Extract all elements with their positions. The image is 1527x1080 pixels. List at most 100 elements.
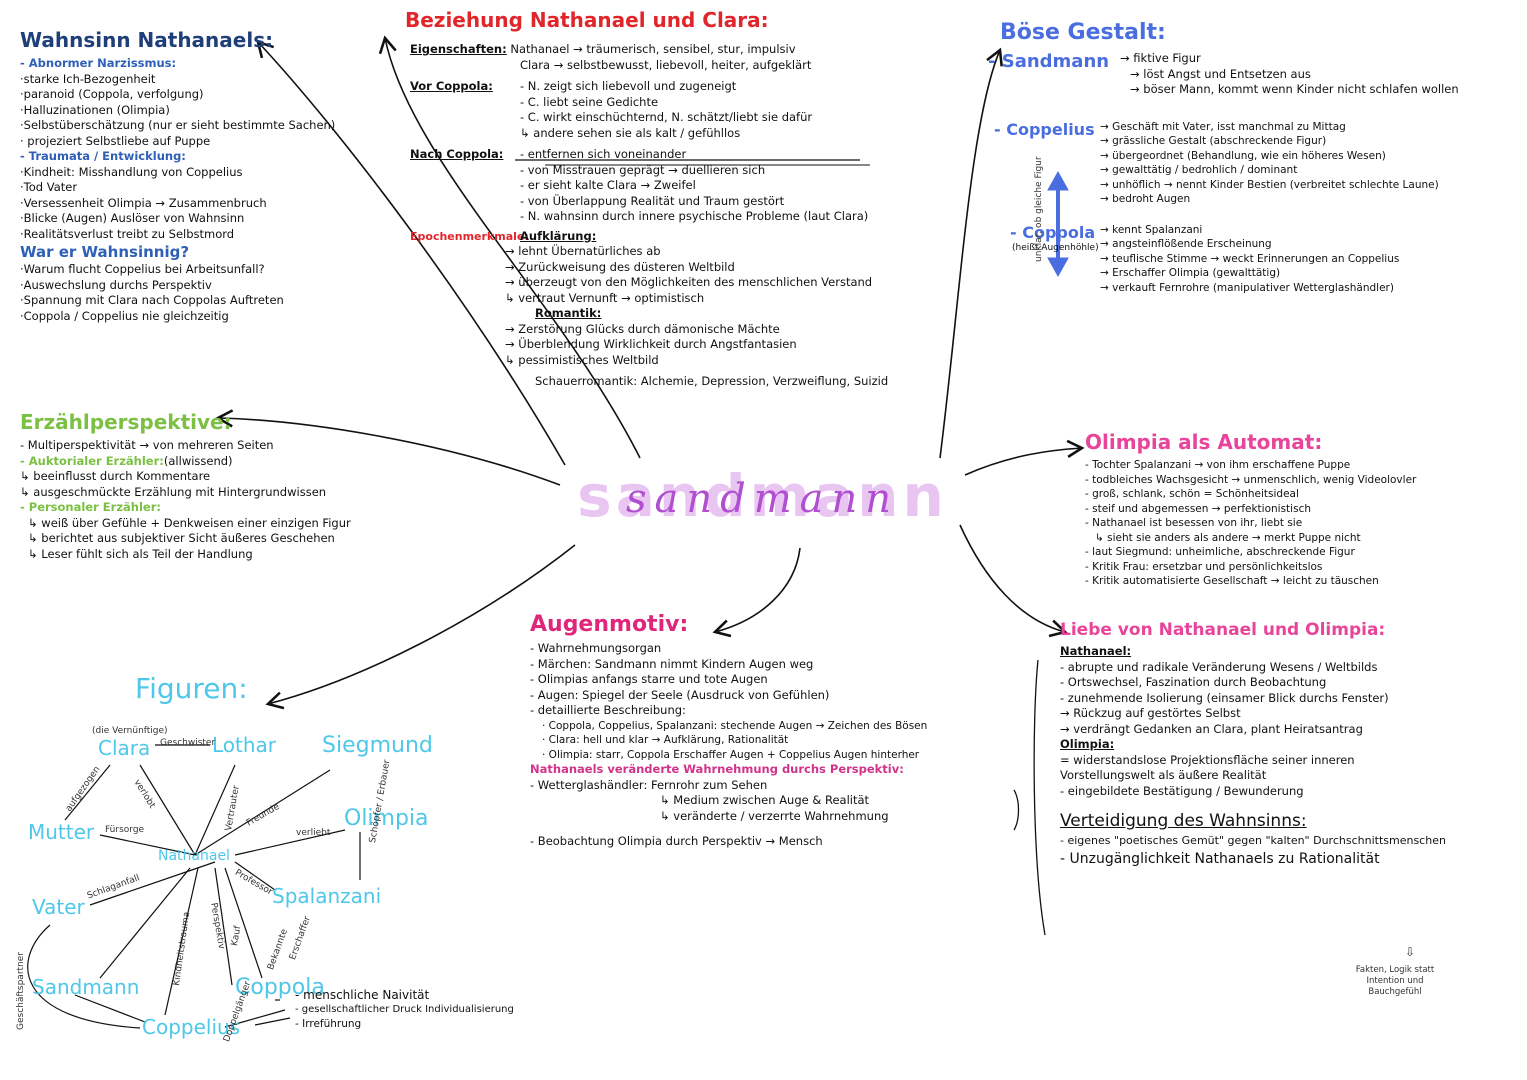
list-item: - Augen: Spiegel der Seele (Ausdruck von…: [530, 687, 830, 702]
list-item: - todbleiches Wachsgesicht → unmenschlic…: [1085, 473, 1417, 486]
sub-romantik: Romantik:: [535, 306, 602, 320]
node-siegmund: Siegmund: [322, 733, 433, 758]
boese-section: Böse Gestalt: - Sandmann → fiktive Figur…: [988, 20, 1525, 295]
beziehung-section: Eigenschaften: Nathanael → träumerisch, …: [410, 42, 950, 390]
wahnsinn-sub-question: War er Wahnsinnig?: [20, 243, 190, 261]
list-item: ↳ pessimistisches Weltbild: [505, 352, 659, 367]
list-item: - C. wirkt einschüchternd, N. schätzt/li…: [520, 110, 813, 124]
list-item: → bedroht Augen: [1100, 193, 1191, 205]
list-item: ·Coppola / Coppelius nie gleichzeitig: [20, 308, 229, 323]
list-item: - Unzugänglichkeit Nathanaels zu Rationa…: [1060, 850, 1380, 867]
list-item: ·Selbstüberschätzung (nur er sieht besti…: [20, 118, 336, 132]
list-item: = widerstandslose Projektionsfläche sein…: [1060, 752, 1355, 767]
list-item: Vorstellungswelt als äußere Realität: [1060, 768, 1267, 782]
list-item: · Coppola, Coppelius, Spalanzani: steche…: [542, 719, 928, 732]
sub-verteidigung: Verteidigung des Wahnsinns:: [1060, 811, 1307, 831]
link-boese: [939, 47, 1003, 459]
list-item: - Kritik Frau: ersetzbar und persönlichk…: [1085, 560, 1323, 573]
list-item: - Beobachtung Olimpia durch Perspektiv →…: [530, 834, 823, 848]
list-item: ·starke Ich-Bezogenheit: [20, 71, 156, 86]
list-item: - N. zeigt sich liebevoll und zugeneigt: [520, 79, 737, 93]
list-item: - gesellschaftlicher Druck Individualisi…: [295, 1003, 514, 1015]
node-nathanael: Nathanael: [158, 848, 230, 864]
list-item: - Tochter Spalanzani → von ihm erschaffe…: [1085, 459, 1351, 471]
list-item: · Clara: hell und klar → Aufklärung, Rat…: [542, 734, 789, 746]
list-item: → verdrängt Gedanken an Clara, plant Hei…: [1060, 721, 1363, 736]
list-item: → kennt Spalanzani: [1100, 223, 1203, 236]
list-item: → Geschäft mit Vater, isst manchmal zu M…: [1100, 120, 1346, 133]
sub-nathanael: Nathanael:: [1060, 644, 1132, 658]
label-geschaeftspartner: Geschäftspartner: [16, 952, 26, 1030]
wahnsinn-sub-narzissmus: - Abnormer Narzissmus:: [20, 56, 177, 70]
list-item: → Zerstörung Glücks durch dämonische Mäc…: [505, 321, 780, 336]
label-coppelius: - Coppelius: [994, 119, 1095, 139]
label-fuersorge: Fürsorge: [105, 825, 145, 835]
list-item: ↳ andere sehen sie als kalt / gefühllos: [520, 125, 741, 140]
list-item: - zunehmende Isolierung (einsamer Blick …: [1060, 690, 1389, 705]
wahnsinn-section: Wahnsinn Nathanaels: - Abnormer Narzissm…: [20, 28, 360, 324]
list-item: - groß, schlank, schön = Schönheitsideal: [1085, 488, 1299, 500]
list-item: ·paranoid (Coppola, verfolgung): [20, 87, 204, 101]
center-topic-text: sandmann: [625, 476, 900, 522]
list-item: - Wahrnehmungsorgan: [530, 641, 662, 655]
list-item: - abrupte und radikale Veränderung Wesen…: [1060, 659, 1378, 674]
list-item: - entfernen sich voneinander: [520, 147, 687, 161]
augen-section: Augenmotiv: - Wahrnehmungsorgan - Märche…: [530, 612, 1030, 850]
list-item: ·Auswechslung durchs Perspektiv: [20, 277, 212, 292]
sub-auktorial: - Auktorialer Erzähler:: [20, 453, 164, 468]
list-item: ↳ ausgeschmückte Erzählung mit Hintergru…: [20, 484, 327, 499]
beziehung-title-wrap: Beziehung Nathanael und Clara:: [405, 8, 769, 36]
list-item: ↳ Medium zwischen Auge & Realität: [660, 793, 870, 807]
node-spalanzani: Spalanzani: [272, 884, 382, 908]
list-item: - Kritik automatisierte Gesellschaft → l…: [1085, 575, 1379, 587]
node-coppola: Coppola: [235, 975, 325, 1000]
list-item: → angsteinflößende Erscheinung: [1100, 238, 1272, 250]
list-item: - menschliche Naivität: [295, 988, 430, 1002]
label-vor-coppola: Vor Coppola:: [410, 79, 493, 93]
liebe-footnote: Fakten, Logik statt Intention und Bauchg…: [1355, 965, 1435, 997]
list-item: - Olimpias anfangs starre und tote Augen: [530, 672, 768, 686]
link-figuren: [265, 544, 576, 710]
sub-personal: - Personaler Erzähler:: [20, 500, 161, 514]
label-nach-coppola: Nach Coppola:: [410, 147, 504, 161]
list-item: ↳ vertraut Vernunft → optimistisch: [505, 290, 705, 305]
liebe-section: Liebe von Nathanael und Olimpia: Nathana…: [1060, 620, 1525, 869]
list-item: · Olimpia: starr, Coppola Erschaffer Aug…: [542, 748, 920, 761]
list-item: - detaillierte Beschreibung:: [530, 703, 686, 717]
list-item: ·Blicke (Augen) Auslöser von Wahnsinn: [20, 211, 245, 225]
list-item: ↳ veränderte / verzerrte Wahrnehmung: [660, 808, 889, 823]
list-item: → überzeugt von den Möglichkeiten des me…: [505, 275, 873, 289]
list-item: · projeziert Selbstliebe auf Puppe: [20, 133, 211, 148]
link-erzaehl: [215, 409, 561, 486]
list-item: ↳ Leser fühlt sich als Teil der Handlung: [28, 546, 253, 561]
list-item: → Rückzug auf gestörtes Selbst: [1060, 706, 1241, 720]
list-item: → löst Angst und Entsetzen aus: [1130, 66, 1311, 81]
list-item: - steif und abgemessen → perfektionistis…: [1085, 502, 1311, 515]
label-clara-note: (die Vernünftige): [92, 726, 168, 736]
list-item: → gewalttätig / bedrohlich / dominant: [1100, 164, 1298, 176]
link-liebe: [959, 524, 1068, 638]
list-item: Clara → selbstbewusst, liebevoll, heiter…: [520, 57, 812, 72]
wahnsinn-sub-traumata: - Traumata / Entwicklung:: [20, 149, 186, 163]
list-item: → fiktive Figur: [1120, 51, 1201, 65]
list-item: ·Versessenheit Olimpia → Zusammenbruch: [20, 195, 267, 210]
figuren-network: [27, 744, 361, 1029]
list-item: - C. liebt seine Gedichte: [520, 94, 659, 109]
list-item: ·Spannung mit Clara nach Coppolas Auftre…: [20, 293, 284, 307]
link-augen: [712, 547, 801, 638]
augen-title: Augenmotiv:: [530, 612, 689, 637]
center-topic-shadow: sandmann: [577, 462, 948, 530]
list-item: ↳ beeinflusst durch Kommentare: [20, 469, 211, 483]
list-item: - eigenes "poetisches Gemüt" gegen "kalt…: [1060, 834, 1446, 847]
node-sandmann: Sandmann: [32, 975, 140, 999]
list-item: Nathanael → träumerisch, sensibel, stur,…: [510, 42, 796, 56]
list-item: ·Warum flucht Coppelius bei Arbeitsunfal…: [20, 262, 265, 276]
node-clara: Clara: [98, 736, 151, 760]
label-coppola: - Coppola: [1010, 222, 1096, 242]
label-geschwister: Geschwister: [160, 738, 216, 748]
sub-aufklaerung: Aufklärung:: [520, 228, 597, 243]
list-item: → böser Mann, kommt wenn Kinder nicht sc…: [1130, 82, 1459, 96]
list-item: - er sieht kalte Clara → Zweifel: [520, 178, 696, 192]
sub-auktorial-note: (allwissend): [163, 453, 233, 468]
